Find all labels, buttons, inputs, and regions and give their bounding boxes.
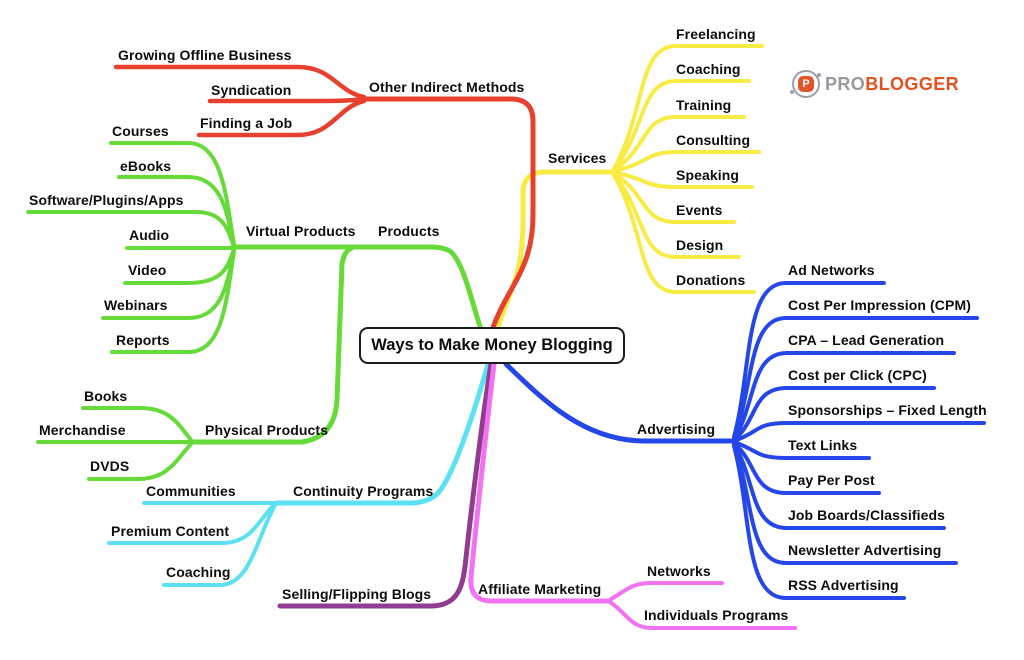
node-affiliate-marketing[interactable]: Affiliate Marketing [478,581,602,597]
node-design[interactable]: Design [676,237,724,253]
node-consulting[interactable]: Consulting [676,132,751,148]
edge-physical-dvds [87,442,193,481]
node-reports[interactable]: Reports [116,332,170,348]
edge-services-main [494,169,614,333]
node-individuals-programs[interactable]: Individuals Programs [644,607,789,623]
problogger-icon: P [790,70,821,98]
node-services[interactable]: Services [548,150,607,166]
node-training[interactable]: Training [676,97,732,113]
node-other-indirect-methods[interactable]: Other Indirect Methods [369,79,525,95]
node-sponsorships[interactable]: Sponsorships – Fixed Length [788,402,987,418]
node-cost-per-click[interactable]: Cost per Click (CPC) [788,367,927,383]
edge-services-coaching [612,79,751,171]
node-dvds[interactable]: DVDS [90,458,130,474]
logo-text-pro: PRO [825,73,866,94]
node-communities[interactable]: Communities [146,483,236,499]
branch-selling-lines [277,361,494,609]
edge-ads-rss [732,444,906,600]
node-freelancing[interactable]: Freelancing [676,26,756,42]
node-finding-a-job[interactable]: Finding a Job [200,115,293,131]
branch-advertising-lines [503,281,986,600]
edge-selling-main [277,361,494,609]
edge-ads-cpm [732,316,979,440]
node-books[interactable]: Books [84,388,128,404]
edge-indirect-main [364,96,536,333]
node-pay-per-post[interactable]: Pay Per Post [788,472,875,488]
branch-other-indirect-lines [113,64,536,333]
edge-ads-textlinks [732,440,871,460]
edge-services-training [612,115,746,172]
edge-ads-jobboards [732,442,946,530]
edge-affiliate-individuals [609,601,797,630]
node-events[interactable]: Events [676,202,723,218]
node-growing-offline-business[interactable]: Growing Offline Business [118,47,292,63]
node-audio[interactable]: Audio [129,227,170,243]
node-software-plugins-apps[interactable]: Software/Plugins/Apps [29,192,184,208]
edge-services-consulting [612,150,761,173]
edge-services-design [612,172,741,259]
branch-continuity-lines [107,361,491,587]
edge-ads-sponsorships [732,421,986,443]
node-ad-networks[interactable]: Ad Networks [788,262,875,278]
node-products[interactable]: Products [378,223,440,239]
node-premium-content[interactable]: Premium Content [111,523,230,539]
node-rss-advertising[interactable]: RSS Advertising [788,577,899,593]
edge-affiliate-main [468,361,613,604]
edge-continuity-coaching [162,503,277,587]
edge-affiliate-networks [609,581,724,601]
node-selling-flipping-blogs[interactable]: Selling/Flipping Blogs [282,586,432,602]
edge-physical-books [81,406,193,442]
edge-ads-payperpost [732,441,881,495]
edge-ads-cpc [732,386,936,442]
node-cost-per-impression[interactable]: Cost Per Impression (CPM) [788,297,971,313]
node-newsletter-advertising[interactable]: Newsletter Advertising [788,542,942,558]
node-ebooks[interactable]: eBooks [120,158,172,174]
edge-products-physical-trunk [190,244,357,445]
node-cpa-lead-generation[interactable]: CPA – Lead Generation [788,332,945,348]
node-merchandise[interactable]: Merchandise [39,422,126,438]
branch-products-lines [26,141,484,481]
edge-ads-networks [732,281,886,439]
node-coaching-continuity[interactable]: Coaching [166,564,231,580]
node-courses[interactable]: Courses [112,123,169,139]
edge-indirect-finding [196,98,367,138]
edge-advertising-main [503,361,734,444]
branch-affiliate-lines [468,361,797,630]
node-speaking[interactable]: Speaking [676,167,740,183]
node-job-boards-classifieds[interactable]: Job Boards/Classifieds [788,507,946,523]
node-donations[interactable]: Donations [676,272,746,288]
center-node[interactable]: Ways to Make Money Blogging [359,327,625,364]
node-coaching-services[interactable]: Coaching [676,61,741,77]
node-physical-products[interactable]: Physical Products [205,422,329,438]
node-advertising[interactable]: Advertising [637,421,716,437]
node-text-links[interactable]: Text Links [788,437,858,453]
edge-services-events [612,171,736,224]
node-virtual-products[interactable]: Virtual Products [246,223,356,239]
node-syndication[interactable]: Syndication [211,82,292,98]
edge-virtual-reports [110,249,236,354]
edge-services-speaking [612,170,754,189]
node-webinars[interactable]: Webinars [104,297,168,313]
edge-indirect-growing [113,64,367,100]
problogger-logo: P PROBLOGGER [790,70,960,98]
edge-indirect-syndication [207,96,370,104]
edge-continuity-main [274,361,491,506]
problogger-p-badge: P [798,76,814,92]
edge-products-main [233,244,484,333]
node-networks[interactable]: Networks [647,563,711,579]
edge-services-donations [612,173,756,294]
edge-services-freelancing [612,44,764,171]
node-video[interactable]: Video [128,262,167,278]
node-continuity-programs[interactable]: Continuity Programs [293,483,434,499]
edge-virtual-ebooks [117,175,236,248]
logo-text-blogger: BLOGGER [865,73,960,94]
edge-continuity-premium [107,502,277,545]
edge-virtual-software [26,210,236,249]
edge-ads-cpa [732,351,956,441]
